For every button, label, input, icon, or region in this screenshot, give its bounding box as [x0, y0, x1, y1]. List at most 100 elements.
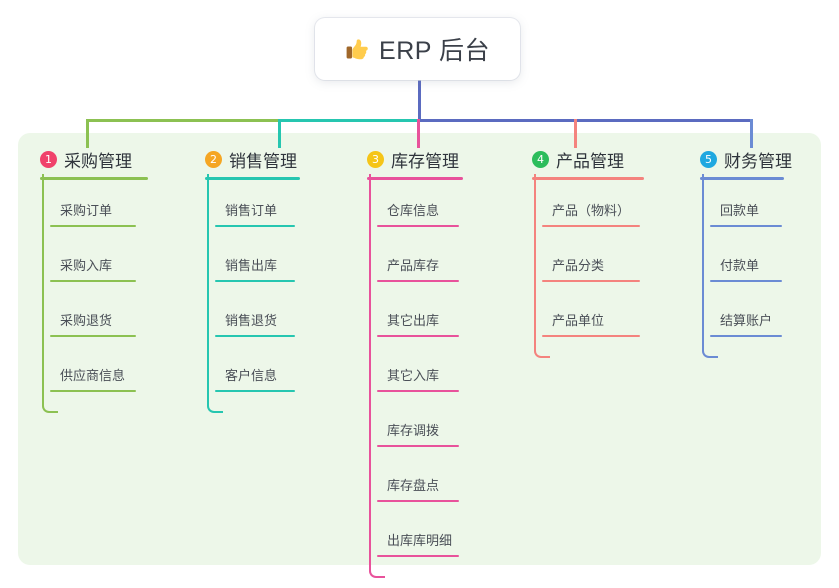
branch-badge-3: 3 — [367, 150, 384, 168]
branch-item-label: 产品库存 — [387, 258, 440, 273]
branch-spine-foot-1 — [42, 397, 58, 413]
branch-item[interactable]: 出库库明细 — [367, 530, 459, 557]
branch-title-1: 采购管理 — [64, 151, 132, 171]
branch-item-underline — [542, 335, 640, 337]
branch-item-underline — [377, 335, 459, 337]
branch-column-4: 4 产品管理产品（物料） 产品分类产品单位 — [532, 146, 690, 358]
branch-spine-1 — [42, 174, 44, 398]
branch-header-1[interactable]: 1 采购管理 — [40, 146, 190, 172]
branch-item[interactable]: 产品单位 — [532, 310, 640, 337]
branch-item[interactable]: 客户信息 — [205, 365, 295, 392]
branch-header-3[interactable]: 3 库存管理 — [367, 146, 519, 172]
branch-item-underline — [377, 280, 459, 282]
branches-panel — [18, 133, 821, 565]
branch-items-4: 产品（物料） 产品分类产品单位 — [532, 174, 690, 358]
branch-item[interactable]: 仓库信息 — [367, 200, 459, 227]
branch-item[interactable]: 回款单 — [700, 200, 782, 227]
branch-spine-5 — [702, 174, 704, 343]
branch-item-underline — [377, 445, 459, 447]
branch-spine-3 — [369, 174, 371, 563]
branch-item-label: 结算账户 — [720, 313, 773, 328]
branch-drop-2 — [278, 119, 281, 148]
branch-spine-4 — [534, 174, 536, 343]
branch-underline-4 — [532, 177, 644, 180]
branch-underline-5 — [700, 177, 784, 180]
branch-item-underline — [542, 225, 640, 227]
branch-item-label: 销售退货 — [225, 313, 278, 328]
branch-title-4: 产品管理 — [556, 151, 624, 171]
branch-item[interactable]: 产品分类 — [532, 255, 640, 282]
branch-item-underline — [215, 225, 295, 227]
root-node[interactable]: ERP 后台 — [315, 18, 520, 80]
branch-header-4[interactable]: 4 产品管理 — [532, 146, 690, 172]
branch-item-underline — [377, 225, 459, 227]
branch-item[interactable]: 销售退货 — [205, 310, 295, 337]
branch-items-1: 采购订单采购入库采购退货供应商信息 — [40, 174, 190, 413]
branch-item[interactable]: 结算账户 — [700, 310, 782, 337]
branch-underline-1 — [40, 177, 148, 180]
root-title: ERP 后台 — [379, 37, 490, 65]
branch-item-underline — [377, 390, 459, 392]
branch-item-label: 采购退货 — [60, 313, 113, 328]
branch-item-label: 出库库明细 — [387, 533, 453, 548]
connector-bar-segment-3 — [418, 119, 752, 122]
branch-item[interactable]: 其它入库 — [367, 365, 459, 392]
branch-item[interactable]: 销售订单 — [205, 200, 295, 227]
branch-drop-1 — [86, 119, 89, 148]
branch-items-3: 仓库信息产品库存其它出库其它入库库存调拨库存盘点出库库明细 — [367, 174, 519, 578]
branch-items-5: 回款单付款单结算账户 — [700, 174, 839, 358]
connector-bar-segment-1 — [86, 119, 280, 122]
branch-item-label: 仓库信息 — [387, 203, 440, 218]
branch-drop-3 — [417, 119, 420, 148]
branch-item[interactable]: 销售出库 — [205, 255, 295, 282]
branch-item-label: 供应商信息 — [60, 368, 126, 383]
branch-item-underline — [710, 280, 782, 282]
branch-column-1: 1 采购管理采购订单采购入库采购退货供应商信息 — [40, 146, 190, 413]
branch-spine-foot-3 — [369, 562, 385, 578]
branch-item-underline — [377, 500, 459, 502]
branch-item-label: 产品（物料） — [552, 203, 631, 218]
branch-item[interactable]: 采购入库 — [40, 255, 136, 282]
branch-item-label: 付款单 — [720, 258, 760, 273]
branch-item[interactable]: 库存盘点 — [367, 475, 459, 502]
branch-item-label: 销售出库 — [225, 258, 278, 273]
branch-item[interactable]: 库存调拨 — [367, 420, 459, 447]
branch-item-label: 采购订单 — [60, 203, 113, 218]
branch-badge-4: 4 — [532, 150, 549, 168]
branch-title-5: 财务管理 — [724, 151, 792, 171]
branch-item-underline — [377, 555, 459, 557]
branch-item[interactable]: 采购退货 — [40, 310, 136, 337]
branch-spine-2 — [207, 174, 209, 398]
branch-item-underline — [50, 390, 136, 392]
branch-item-label: 客户信息 — [225, 368, 278, 383]
branch-item-underline — [50, 335, 136, 337]
branch-title-3: 库存管理 — [391, 151, 459, 171]
branch-item-label: 其它入库 — [387, 368, 440, 383]
branch-spine-foot-4 — [534, 342, 550, 358]
branch-badge-1: 1 — [40, 150, 57, 168]
branch-item-label: 产品分类 — [552, 258, 605, 273]
branch-item[interactable]: 其它出库 — [367, 310, 459, 337]
branch-item-underline — [215, 335, 295, 337]
branch-item-underline — [215, 280, 295, 282]
branch-underline-2 — [205, 177, 300, 180]
branch-spine-foot-2 — [207, 397, 223, 413]
branch-item-underline — [215, 390, 295, 392]
branch-item[interactable]: 产品库存 — [367, 255, 459, 282]
branch-item-label: 库存调拨 — [387, 423, 440, 438]
branch-item[interactable]: 产品（物料） — [532, 200, 640, 227]
branch-item[interactable]: 供应商信息 — [40, 365, 136, 392]
branch-drop-4 — [574, 119, 577, 148]
branch-item-underline — [50, 225, 136, 227]
branch-underline-3 — [367, 177, 463, 180]
branch-item[interactable]: 采购订单 — [40, 200, 136, 227]
branch-spine-foot-5 — [702, 342, 718, 358]
trunk-line — [418, 80, 421, 121]
branch-item-label: 其它出库 — [387, 313, 440, 328]
branch-item[interactable]: 付款单 — [700, 255, 782, 282]
